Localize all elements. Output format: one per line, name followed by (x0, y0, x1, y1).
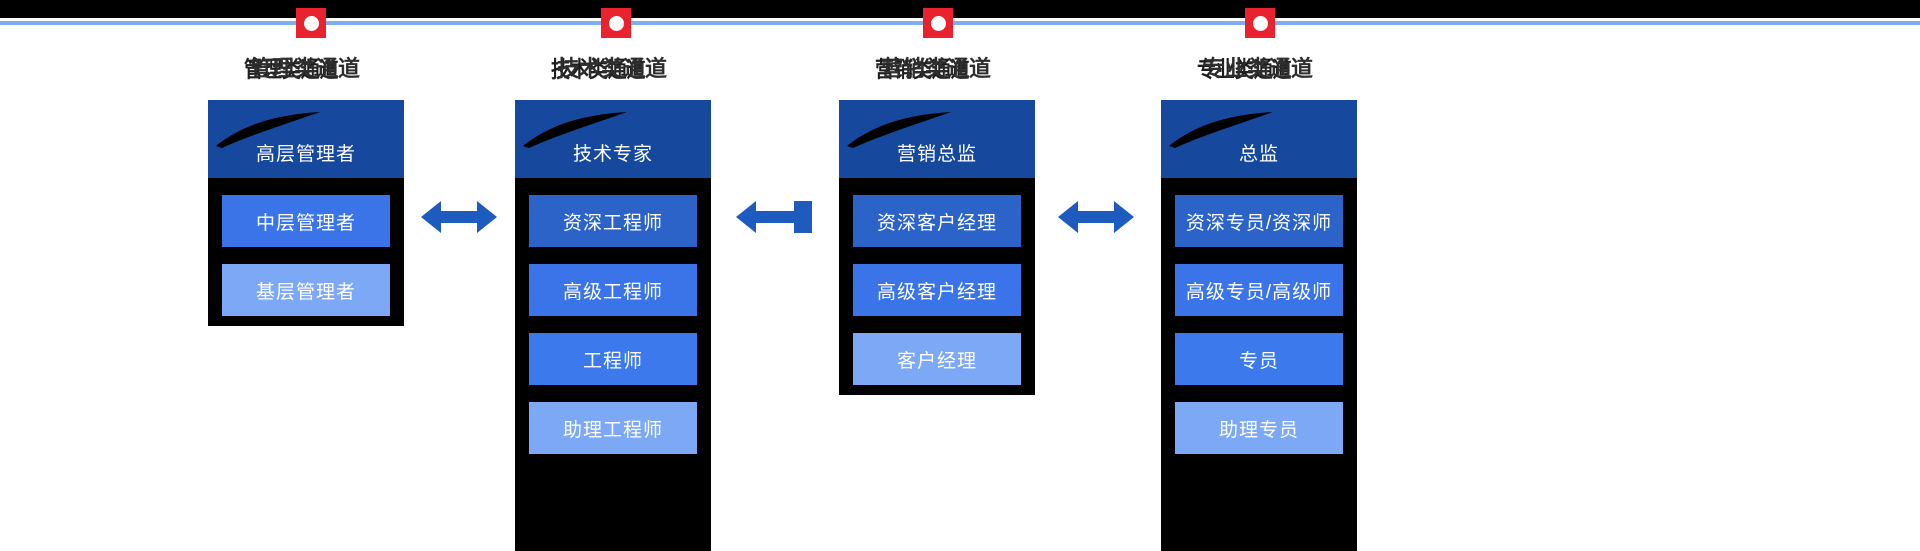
column-frame (515, 114, 711, 551)
career-level-label: 技术专家 (572, 144, 653, 165)
record-dot-icon (1252, 15, 1268, 31)
career-level-label: 助理工程师 (562, 419, 663, 441)
column-title-label: 管理类通道 (250, 56, 361, 81)
horizontal-blue-rule (0, 21, 1920, 25)
arrow-marketing-professional (1058, 201, 1134, 233)
arrow-management-technical (421, 201, 497, 233)
career-level-label: 客户经理 (896, 350, 977, 372)
career-level-label: 中层管理者 (255, 212, 356, 234)
column-title-management-channel: 管理类通道管理类通道 (244, 56, 361, 81)
arrow-technical-marketing (736, 201, 812, 233)
career-level-label: 资深专员/资深师 (1185, 212, 1333, 234)
record-marker-1[interactable] (296, 8, 326, 38)
career-level-box[interactable]: 资深专员/资深师 (1175, 195, 1343, 247)
career-level-label: 高级客户经理 (876, 281, 997, 303)
career-level-box[interactable]: 基层管理者 (222, 264, 390, 316)
column-title-marketing-channel: 营销类通道营销类通道 (875, 56, 992, 81)
career-level-box[interactable]: 技术专家 (515, 100, 711, 178)
career-level-box[interactable]: 中层管理者 (222, 195, 390, 247)
career-level-box[interactable]: 高层管理者 (208, 100, 404, 178)
career-level-box[interactable]: 高级专员/高级师 (1175, 264, 1343, 316)
record-dot-icon (303, 15, 319, 31)
column-frame (1161, 114, 1357, 551)
record-marker-3[interactable] (923, 8, 953, 38)
column-title-label: 专业类通道 (1203, 56, 1314, 81)
column-title-technical-channel: 技术类通道技术类通道 (551, 56, 668, 81)
career-level-box[interactable]: 客户经理 (853, 333, 1021, 385)
record-dot-icon (930, 15, 946, 31)
career-level-label: 基层管理者 (255, 281, 356, 303)
career-level-label: 高级专员/高级师 (1185, 281, 1333, 303)
career-level-box[interactable]: 营销总监 (839, 100, 1035, 178)
career-level-box[interactable]: 助理工程师 (529, 402, 697, 454)
career-level-box[interactable]: 资深工程师 (529, 195, 697, 247)
record-marker-2[interactable] (601, 8, 631, 38)
top-black-bar (0, 0, 1920, 18)
career-level-label: 工程师 (582, 350, 643, 372)
career-level-box[interactable]: 助理专员 (1175, 402, 1343, 454)
career-level-label: 营销总监 (896, 144, 977, 165)
record-dot-icon (608, 15, 624, 31)
career-level-label: 资深工程师 (562, 212, 663, 234)
career-level-box[interactable]: 总监 (1161, 100, 1357, 178)
career-level-label: 助理专员 (1218, 419, 1299, 441)
column-title-shadow: 专业类通道 (1197, 57, 1292, 82)
career-level-label: 专员 (1238, 350, 1279, 372)
column-title-professional-channel: 专业类通道专业类通道 (1197, 56, 1314, 81)
column-title-shadow: 营销类通道 (875, 57, 970, 82)
career-level-box[interactable]: 高级工程师 (529, 264, 697, 316)
career-level-label: 资深客户经理 (876, 212, 997, 234)
career-level-box[interactable]: 工程师 (529, 333, 697, 385)
column-title-shadow: 管理类通道 (244, 57, 339, 82)
career-level-label: 高级工程师 (562, 281, 663, 303)
column-title-label: 技术类通道 (557, 56, 668, 81)
record-marker-4[interactable] (1245, 8, 1275, 38)
column-title-label: 营销类通道 (881, 56, 992, 81)
career-level-box[interactable]: 高级客户经理 (853, 264, 1021, 316)
career-level-box[interactable]: 专员 (1175, 333, 1343, 385)
career-level-label: 总监 (1238, 144, 1279, 165)
career-level-box[interactable]: 资深客户经理 (853, 195, 1021, 247)
column-title-shadow: 技术类通道 (551, 57, 646, 82)
career-level-label: 高层管理者 (255, 144, 356, 165)
